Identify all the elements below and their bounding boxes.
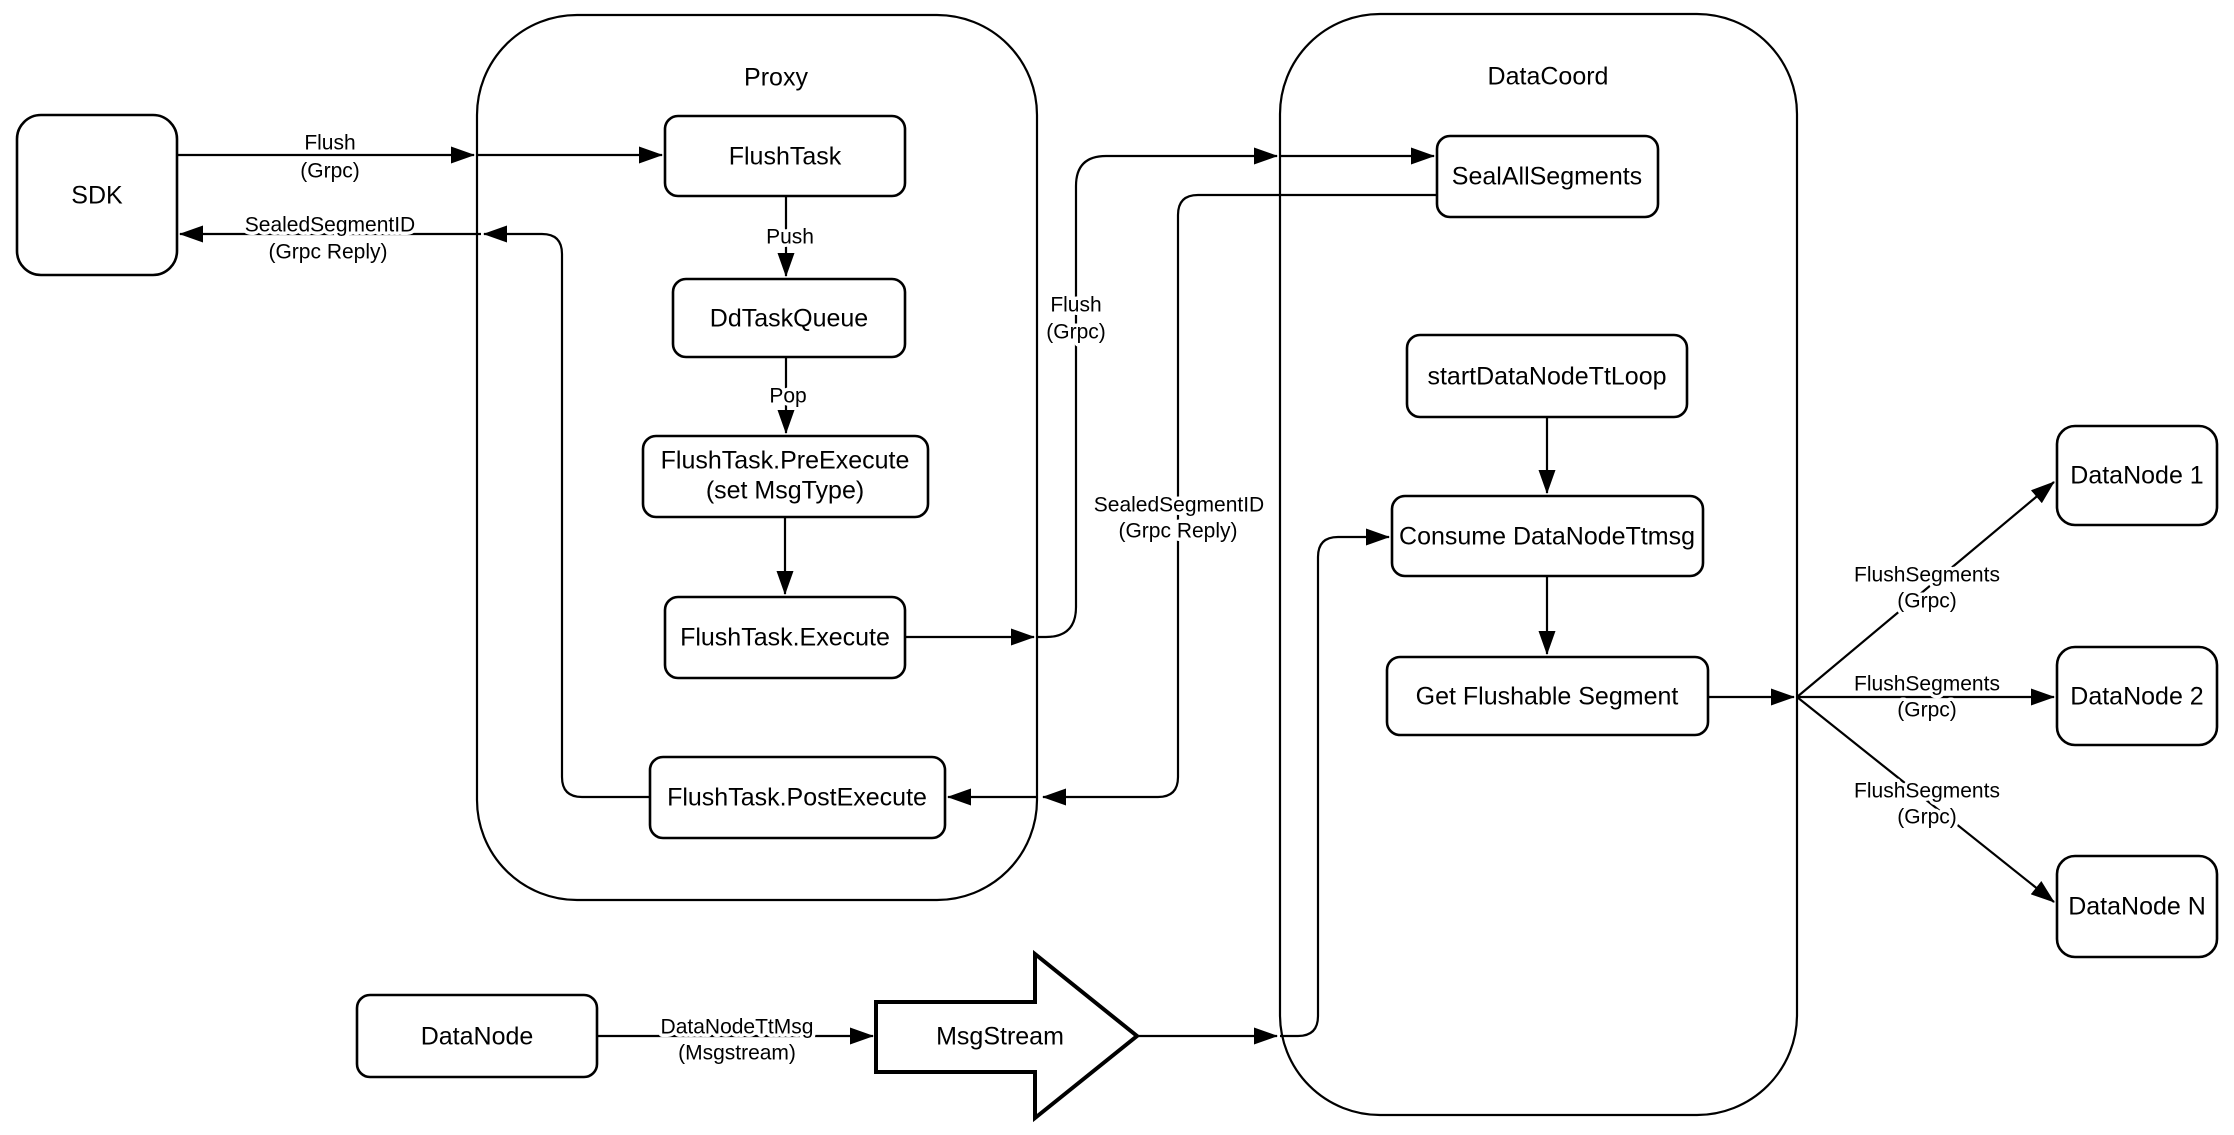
node-consumedatanodettmsg-box: [1390, 494, 1705, 578]
proxy-container-title: Proxy: [744, 64, 808, 92]
node-getflushablesegment-label: Get Flushable Segment: [1416, 683, 1679, 711]
edge-flush-line-to-datacoord-border: [1037, 147, 1278, 639]
datacoord-container-border: [1278, 12, 1799, 1117]
node-consumedatanodettmsg: Consume DataNodeTtmsg: [1390, 494, 1705, 578]
edge-labels: Flush (Grpc) SealedSegmentID (Grpc Reply…: [241, 128, 2003, 1068]
node-datanode-bottom-label: DataNode: [421, 1023, 534, 1051]
node-datanoden: DataNode N: [2055, 854, 2219, 959]
edge-label-sealed-sdk-line2: (Grpc Reply): [268, 241, 387, 264]
edge-label-datanode-ttmsg-line2: (Msgstream): [678, 1042, 796, 1065]
node-preexecute-label-line2: (set MsgType): [706, 477, 864, 505]
edge-label-flushsegments3-line2: (Grpc): [1897, 806, 1957, 829]
edge-label-datanode-ttmsg-line1: DataNodeTtMsg: [661, 1016, 814, 1039]
node-getflushablesegment: Get Flushable Segment: [1385, 655, 1710, 737]
node-startdatanodettloop-box: [1405, 333, 1689, 419]
node-datanoden-label: DataNode N: [2068, 893, 2206, 921]
edge-label-flush-sdk-line2: (Grpc): [300, 160, 360, 183]
datacoord-container-title: DataCoord: [1488, 63, 1609, 91]
node-msgstream: MsgStream: [874, 949, 1141, 1123]
edge-label-flush-grpc-line2: (Grpc): [1046, 321, 1106, 344]
node-execute: FlushTask.Execute: [663, 595, 907, 680]
node-sdk: SDK: [15, 113, 179, 277]
node-datanode-bottom-box: [355, 993, 599, 1079]
edge-sealallsegments-to-proxy-border: [1042, 193, 1437, 806]
node-ddtaskqueue-box: [671, 277, 907, 359]
node-datanode2: DataNode 2: [2055, 645, 2219, 747]
edge-fan-to-datanode1: [1796, 481, 2055, 698]
edge-label-flushsegments2-line1: FlushSegments: [1854, 673, 2000, 696]
edge-label-sealed-reply-line2: (Grpc Reply): [1118, 520, 1237, 543]
node-sealallsegments-label: SealAllSegments: [1452, 163, 1642, 191]
node-datanode2-box: [2055, 645, 2219, 747]
node-sdk-box: [15, 113, 179, 277]
msgstream-arrow-shape: [874, 949, 1141, 1123]
node-ddtaskqueue: DdTaskQueue: [671, 277, 907, 359]
node-flushtask-label: FlushTask: [729, 143, 842, 171]
edge-label-flush-sdk-line1: Flush: [304, 132, 355, 155]
node-postexecute-box: [648, 755, 947, 840]
node-preexecute-box: [641, 434, 930, 519]
node-execute-label: FlushTask.Execute: [680, 624, 890, 652]
node-startdatanodettloop-label: startDataNodeTtLoop: [1427, 363, 1666, 391]
node-postexecute-label: FlushTask.PostExecute: [667, 784, 927, 812]
node-ddtaskqueue-label: DdTaskQueue: [710, 305, 868, 333]
edges: [177, 146, 2055, 1045]
node-getflushablesegment-box: [1385, 655, 1710, 737]
node-datanode1-box: [2055, 424, 2219, 527]
edge-label-sealed-sdk-line1: SealedSegmentID: [245, 214, 415, 237]
edge-label-flushsegments3-line1: FlushSegments: [1854, 780, 2000, 803]
node-datanode-bottom: DataNode: [355, 993, 599, 1079]
node-datanode2-label: DataNode 2: [2070, 683, 2203, 711]
node-flushtask: FlushTask: [663, 114, 907, 198]
edge-fan-to-datanoden: [1796, 696, 2055, 903]
edge-label-flush-grpc-line1: Flush: [1050, 294, 1101, 317]
node-startdatanodettloop: startDataNodeTtLoop: [1405, 333, 1689, 419]
node-sdk-label: SDK: [71, 182, 123, 210]
edge-label-pop: Pop: [769, 385, 806, 408]
node-sealallsegments: SealAllSegments: [1435, 134, 1660, 219]
node-flushtask-box: [663, 114, 907, 198]
node-datanode1-label: DataNode 1: [2070, 462, 2203, 490]
proxy-container-border: [475, 13, 1039, 902]
edge-label-sealed-reply-line1: SealedSegmentID: [1094, 494, 1264, 517]
edge-label-push: Push: [766, 226, 814, 249]
node-postexecute: FlushTask.PostExecute: [648, 755, 947, 840]
datacoord-container: DataCoord: [1278, 12, 1799, 1117]
node-datanode1: DataNode 1: [2055, 424, 2219, 527]
edge-border-to-consume: [1280, 528, 1390, 1038]
edge-label-flushsegments1-line2: (Grpc): [1897, 590, 1957, 613]
edge-label-flushsegments2-line2: (Grpc): [1897, 699, 1957, 722]
node-msgstream-label: MsgStream: [936, 1023, 1064, 1051]
edge-label-flushsegments1-line1: FlushSegments: [1854, 564, 2000, 587]
node-execute-box: [663, 595, 907, 680]
node-preexecute-label-line1: FlushTask.PreExecute: [661, 447, 910, 475]
nodes: SDK FlushTask DdTaskQueue FlushTask.PreE…: [15, 113, 2219, 1123]
proxy-container: Proxy: [475, 13, 1039, 902]
node-datanoden-box: [2055, 854, 2219, 959]
edge-postexecute-to-proxy-border: [483, 225, 650, 799]
node-consumedatanodettmsg-label: Consume DataNodeTtmsg: [1399, 523, 1695, 551]
node-preexecute: FlushTask.PreExecute (set MsgType): [641, 434, 930, 519]
node-sealallsegments-box: [1435, 134, 1660, 219]
